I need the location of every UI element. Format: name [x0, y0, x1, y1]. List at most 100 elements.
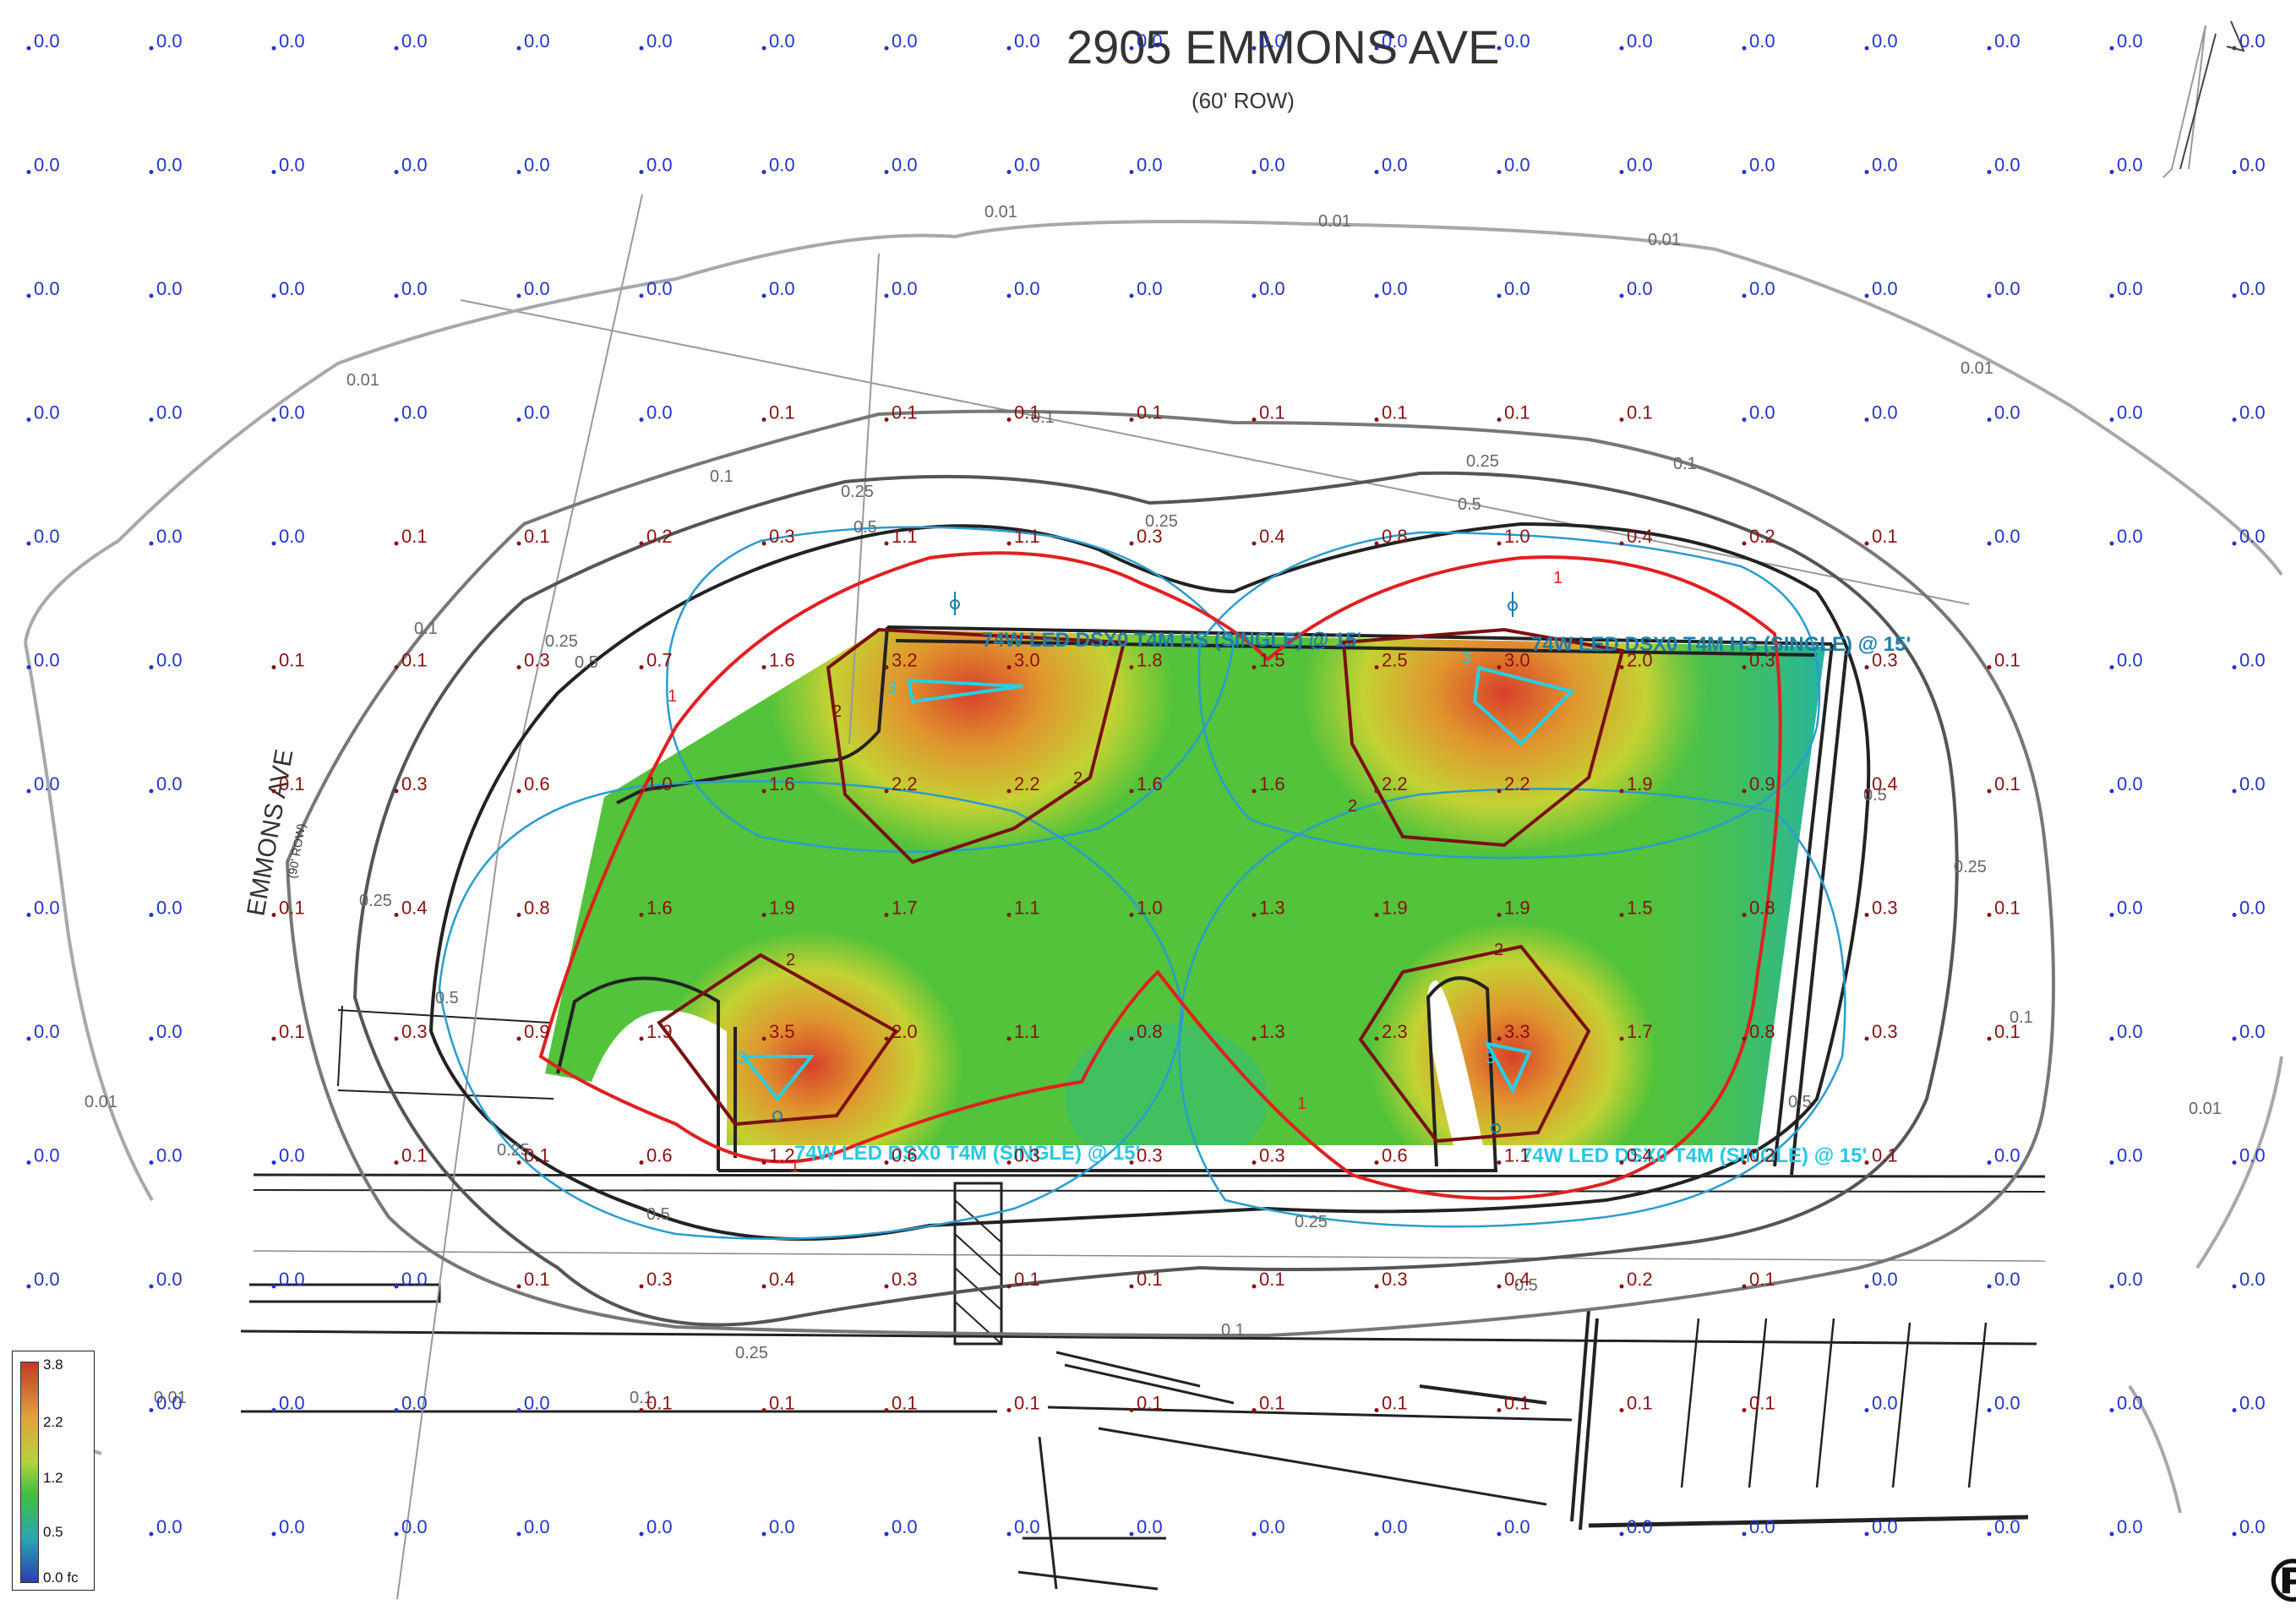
contours-2 [657, 627, 1625, 1144]
calc-point-marker [1742, 665, 1747, 669]
calc-point-marker [884, 293, 889, 298]
calc-point-marker [884, 170, 889, 174]
calc-point-value: 0.0 [279, 155, 305, 176]
calc-point-value: 0.1 [1994, 773, 2021, 794]
calc-point-marker [1864, 293, 1869, 298]
calc-point-value: 0.1 [1382, 402, 1408, 423]
contour-label: 0.5 [1514, 1276, 1538, 1295]
calc-point-marker [639, 1160, 644, 1165]
calc-point-marker [761, 1036, 766, 1041]
contour-label: 1 [1553, 569, 1562, 587]
calc-point-value: 1.1 [1014, 1021, 1040, 1042]
calc-point-marker [394, 46, 399, 51]
calc-point-marker [394, 1408, 399, 1412]
calc-point-marker [516, 789, 521, 794]
calc-point-marker [1742, 418, 1747, 422]
calc-point-marker [516, 293, 521, 298]
contour-label: 0.1 [630, 1389, 653, 1407]
calc-point-marker [1742, 1408, 1747, 1412]
calc-point-marker [26, 789, 31, 794]
calc-point-marker [1129, 46, 1134, 51]
calc-point-value: 0.0 [2239, 1269, 2266, 1290]
contour-label: 0.01 [984, 203, 1017, 221]
calc-point-value: 0.0 [156, 30, 183, 52]
calc-point-marker [639, 293, 644, 298]
calc-point-marker [149, 1036, 154, 1041]
calc-point-value: 0.0 [1749, 278, 1775, 299]
calc-point-marker [639, 418, 644, 422]
calc-point-marker [639, 1284, 644, 1289]
calc-point-value: 0.1 [401, 1145, 428, 1166]
calc-point-value: 0.0 [156, 278, 183, 299]
calc-point-value: 0.3 [401, 773, 428, 794]
calc-point-value: 0.1 [1504, 402, 1530, 423]
calc-point-marker [884, 913, 889, 917]
calc-point-marker [1619, 170, 1624, 174]
calc-point-value: 0.1 [769, 1393, 795, 1414]
calc-point-value: 0.0 [1749, 155, 1775, 176]
fixture-label-ne: 74W LED DSX0 T4M HS (SINGLE) @ 15' [1531, 633, 1911, 656]
calc-point-value: 0.1 [1872, 526, 1898, 547]
legend-color-scale [20, 1362, 39, 1583]
calc-point-value: 0.0 [2239, 1021, 2266, 1042]
calc-point-marker [639, 913, 644, 917]
calc-point-value: 3.2 [892, 650, 918, 671]
legend-tick: 1.2 [43, 1470, 63, 1486]
calc-point-value: 0.0 [1872, 1269, 1898, 1290]
calc-point-value: 0.6 [892, 1145, 918, 1166]
calc-point-value: 2.0 [1627, 650, 1653, 671]
calc-point-marker [2109, 170, 2114, 174]
calc-point-marker [1374, 1284, 1379, 1289]
calc-point-marker [639, 1408, 644, 1412]
calc-point-marker [1374, 1160, 1379, 1165]
calc-point-marker [1006, 418, 1012, 422]
calc-point-value: 0.9 [524, 1021, 550, 1042]
calc-point-marker [1742, 1284, 1747, 1289]
calc-point-value: 0.0 [2239, 1516, 2266, 1537]
calc-point-value: 0.4 [1259, 526, 1285, 547]
calc-point-value: 0.0 [1994, 402, 2021, 423]
calc-point-value: 0.6 [524, 773, 550, 794]
calc-point-value: 0.0 [2117, 155, 2143, 176]
fixture-nw [906, 678, 1023, 704]
calc-point-value: 0.0 [2117, 1145, 2143, 1166]
calc-point-marker [1252, 1284, 1257, 1289]
contour-label: 0.01 [85, 1093, 117, 1111]
calc-point-marker [1006, 789, 1012, 794]
calc-point-marker [26, 170, 31, 174]
calc-point-value: 0.3 [1137, 1145, 1163, 1166]
contour-label: 3 [887, 679, 897, 697]
contour-label: 0.1 [1031, 408, 1055, 427]
calc-point-value: 0.0 [2239, 526, 2266, 547]
contour-label: 0.25 [1954, 858, 1987, 876]
calc-point-value: 0.0 [34, 526, 60, 547]
calc-point-marker [1619, 1531, 1624, 1537]
calc-point-marker [394, 170, 399, 174]
legend-tick: 0.5 [43, 1524, 63, 1540]
calc-point-value: 0.0 [156, 650, 183, 671]
calc-point-value: 0.2 [1627, 1269, 1653, 1290]
calc-point-marker [394, 665, 399, 669]
calc-point-marker [1864, 1408, 1869, 1412]
calc-point-marker [1252, 293, 1257, 298]
contour-label: 1 [1297, 1095, 1306, 1113]
calc-point-value: 0.1 [769, 402, 795, 423]
calc-point-marker [1987, 1531, 1992, 1537]
contour-label: 3 [737, 1049, 746, 1067]
calc-point-marker [1006, 665, 1012, 669]
calc-point-marker [1987, 293, 1992, 298]
calc-point-value: 1.2 [769, 1145, 795, 1166]
calc-point-marker [639, 541, 644, 546]
calc-point-value: 0.3 [1872, 898, 1898, 919]
calc-point-value: 1.0 [646, 773, 673, 794]
calc-point-value: 0.0 [1504, 155, 1530, 176]
calc-point-marker [1129, 913, 1134, 917]
calc-point-value: 0.0 [156, 1021, 183, 1042]
calc-point-value: 0.1 [1504, 1393, 1530, 1414]
calc-point-value: 0.8 [1749, 1021, 1775, 1042]
calc-point-marker [516, 418, 521, 422]
calc-point-marker [1742, 46, 1747, 51]
calc-point-value: 0.0 [1872, 155, 1898, 176]
calc-point-marker [516, 46, 521, 51]
calc-point-marker [639, 170, 644, 174]
